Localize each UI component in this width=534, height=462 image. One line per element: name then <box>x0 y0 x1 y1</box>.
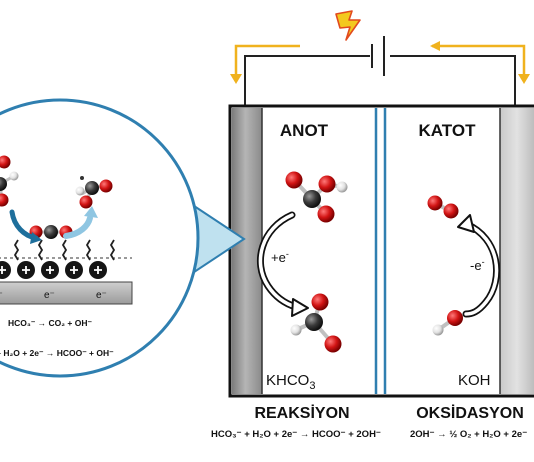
cathode-electron-label: -e- <box>470 257 485 273</box>
cathode-reaction-arrow <box>457 214 501 318</box>
oxidation-equation: 2OH⁻ → ½ O₂ + H₂O + 2e⁻ <box>410 429 527 440</box>
membrane <box>374 108 387 394</box>
anode-label: ANOT <box>280 121 329 140</box>
cell-container <box>228 104 534 398</box>
wire-left <box>244 55 370 106</box>
zoom-electron-label-1: e⁻ <box>0 290 3 301</box>
zoom-cation-row <box>0 261 107 279</box>
zoom-equation-2: + H₂O + 2e⁻ → HCOO⁻ + OH⁻ <box>0 348 114 358</box>
cathode-electrode <box>500 108 534 394</box>
battery-icon <box>371 36 385 76</box>
zoom-equation-1: HCO₃⁻ → CO₂ + OH⁻ <box>8 318 92 328</box>
current-arrow-right <box>430 41 530 84</box>
lightning-icon <box>335 10 361 41</box>
zoom-bicarbonate-molecule <box>0 155 19 207</box>
cathode-label: KATOT <box>419 121 477 140</box>
zoom-electron-label-3: e⁻ <box>96 290 107 301</box>
zoom-formate-molecule <box>75 176 113 209</box>
zoom-surfactant-chains <box>13 239 116 261</box>
anode-electrode <box>232 108 262 394</box>
zoom-electrode-bar <box>0 281 133 305</box>
bicarbonate-molecule <box>285 171 348 223</box>
external-circuit <box>230 10 530 106</box>
reaction-equation: HCO₃⁻ + H₂O + 2e⁻ → HCOO⁻ + 2OH⁻ <box>211 429 381 440</box>
electrolytic-cell: ANOT KATOT KHCO3 KOH +e- -e- <box>228 104 534 398</box>
anode-electrolyte: KHCO3 <box>266 372 315 392</box>
cathode-electrolyte: KOH <box>458 372 491 389</box>
anode-reaction-arrow <box>256 211 309 317</box>
oxygen-molecule <box>427 195 459 219</box>
formate-molecule <box>290 293 342 353</box>
reaction-title: REAKSİYON <box>254 404 349 422</box>
anode-electron-label: +e- <box>271 249 289 265</box>
oxidation-title: OKSİDASYON <box>416 404 524 422</box>
zoom-callout: e⁻ e⁻ e⁻ HCO₃⁻ → CO₂ + OH⁻ + H₂O + 2e⁻ →… <box>0 98 246 378</box>
wire-right <box>390 55 516 106</box>
captions: REAKSİYON OKSİDASYON HCO₃⁻ + H₂O + 2e⁻ →… <box>211 404 527 440</box>
zoom-arrow-left <box>9 209 42 244</box>
current-arrow-left <box>230 44 300 84</box>
zoom-circle <box>0 98 200 378</box>
zoom-arrow-right <box>63 206 98 239</box>
zoom-electron-label-2: e⁻ <box>44 290 55 301</box>
hydroxide-ion <box>432 310 463 336</box>
